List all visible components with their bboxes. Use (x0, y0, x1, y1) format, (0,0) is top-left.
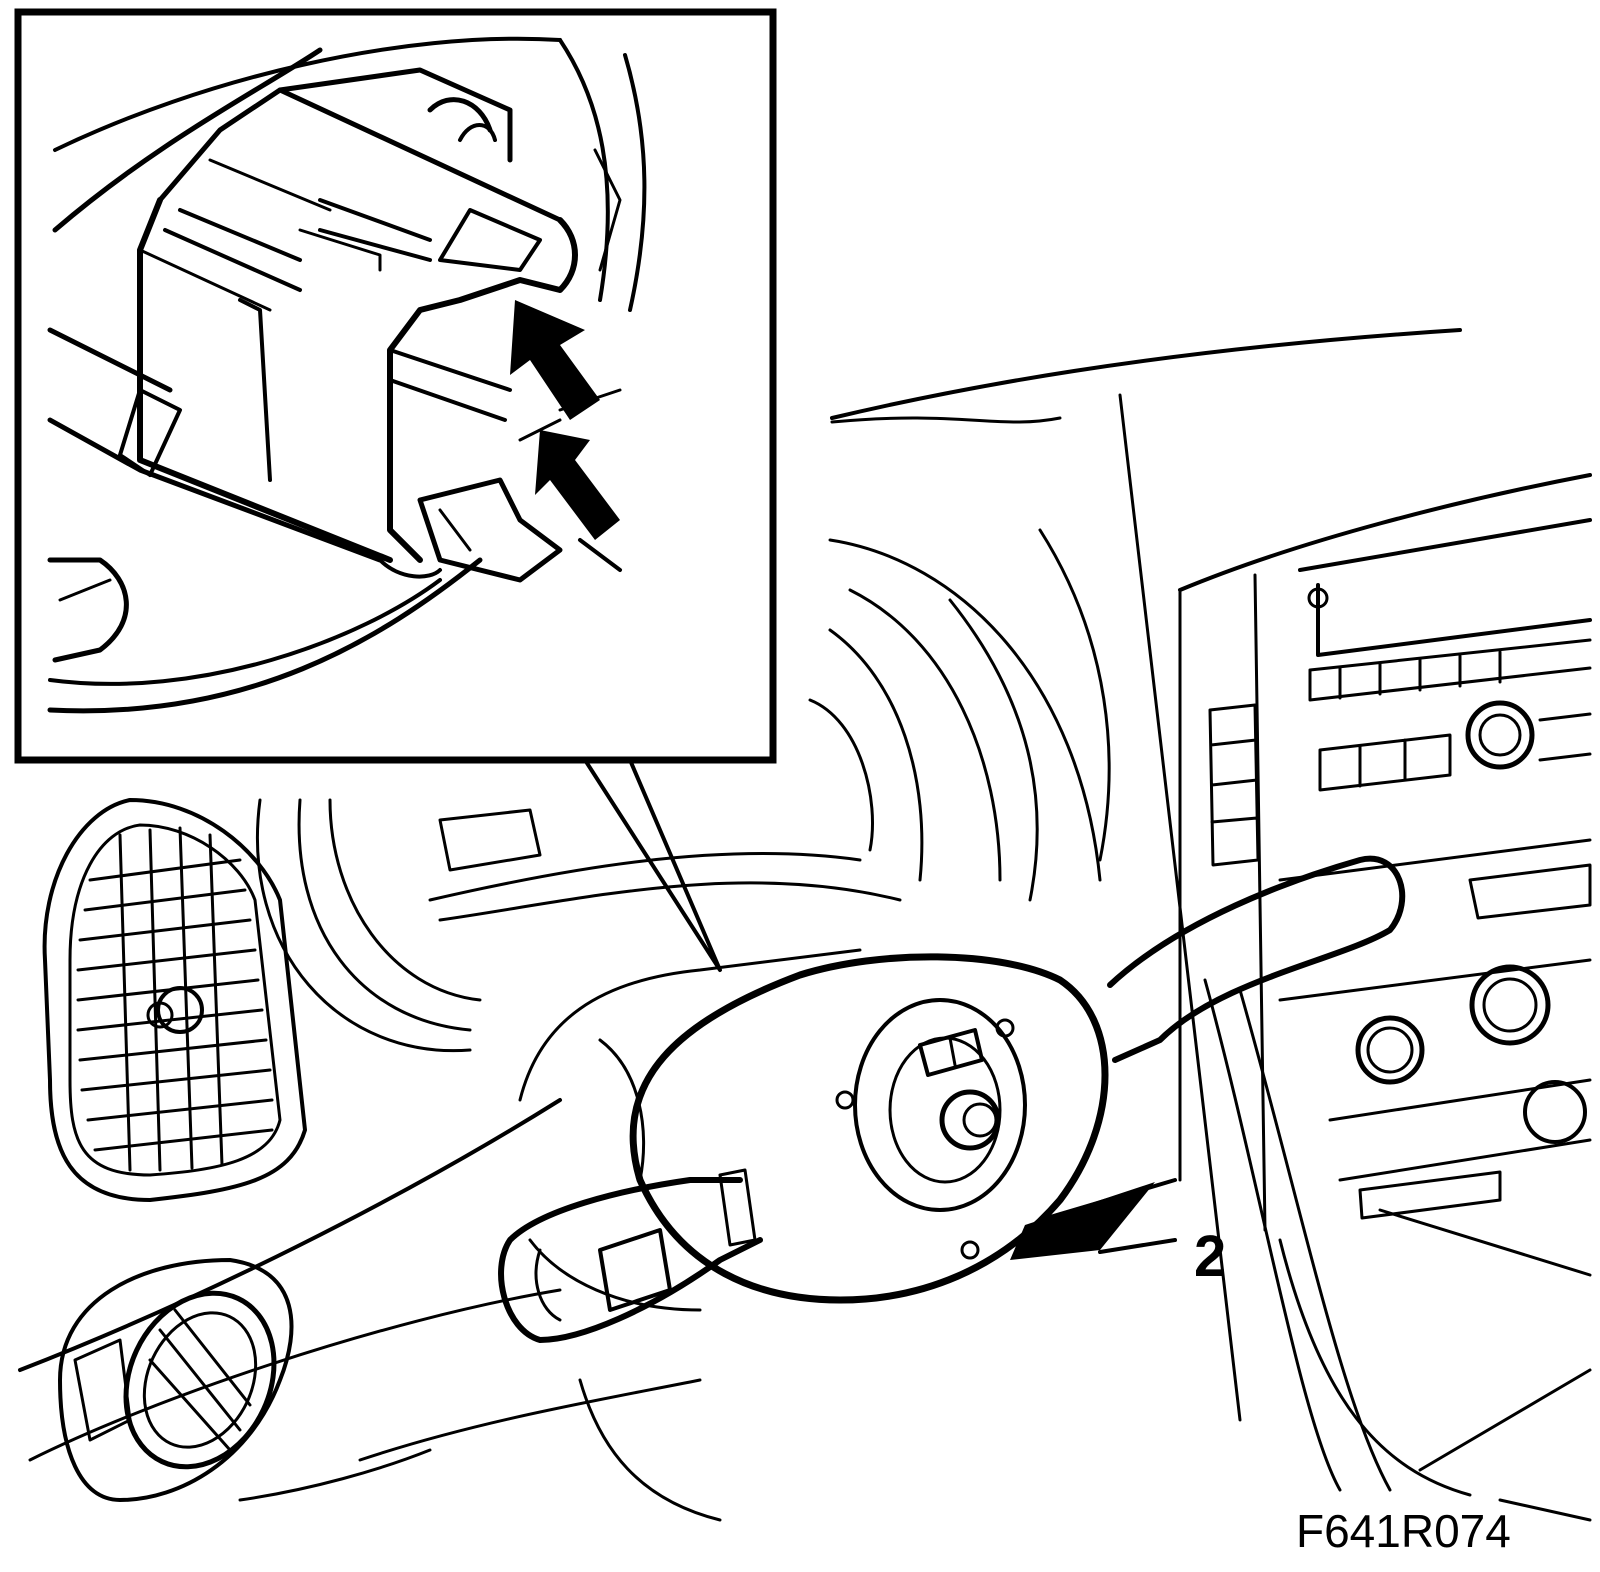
detail-inset (14, 8, 777, 764)
figure-code: F641R074 (1296, 1505, 1511, 1557)
instrument-cluster (255, 528, 1111, 1053)
steering-column-switch (498, 758, 1406, 1343)
push-arrow-icon (510, 300, 622, 572)
dashboard (18, 328, 1592, 1522)
left-air-vent (42, 798, 307, 1202)
callout-number-2: 2 (1194, 1224, 1227, 1289)
center-console (1178, 473, 1592, 1522)
lower-dash (18, 1098, 722, 1522)
pull-arrow-icon (1010, 1178, 1177, 1260)
